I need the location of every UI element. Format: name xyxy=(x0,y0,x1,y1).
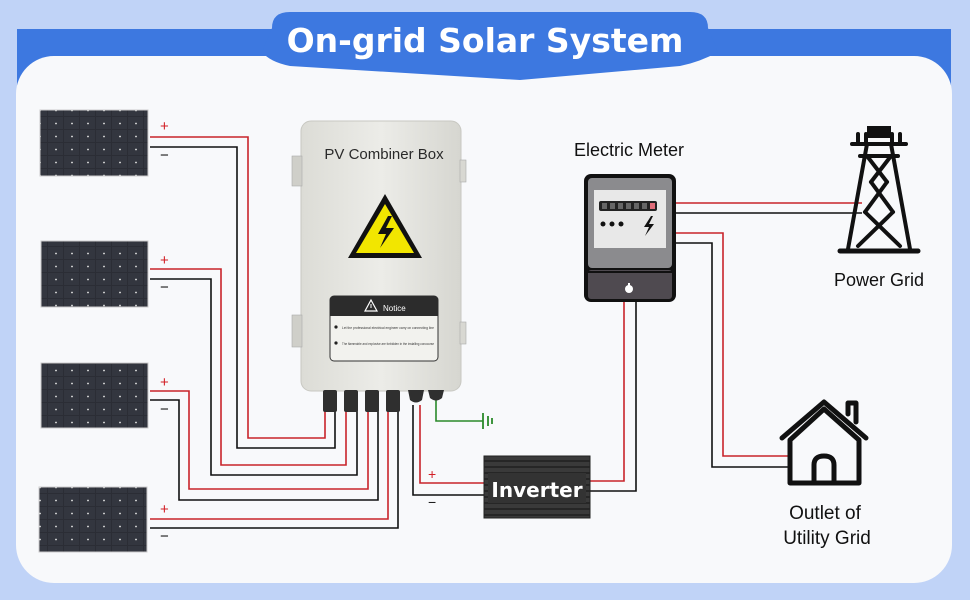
solar-panel-1[interactable]: + − xyxy=(39,109,169,177)
transmission-tower-icon xyxy=(837,126,921,254)
notice-item-2: The flammable and explosive are forbidde… xyxy=(342,342,434,346)
inverter-negative-label: − xyxy=(428,494,436,510)
wire-panel-4-positive xyxy=(150,400,389,520)
inverter[interactable]: Inverter + − xyxy=(428,455,591,519)
solar-panel-3[interactable]: + − xyxy=(40,362,169,429)
solar-panel-2[interactable]: + − xyxy=(40,240,169,308)
solar-panel-icon xyxy=(40,362,149,429)
solar-panel-icon xyxy=(38,486,148,553)
wire-panel-2-positive xyxy=(150,268,347,466)
solar-panel-4[interactable]: + − xyxy=(38,486,169,553)
wire-combiner-inverter-positive xyxy=(419,405,485,484)
wire-panel-4-negative xyxy=(150,400,399,529)
electric-meter[interactable]: Electric Meter xyxy=(574,140,684,302)
positive-terminal-label: + xyxy=(160,118,169,135)
positive-terminal-label: + xyxy=(160,252,169,269)
dc-wires xyxy=(150,136,862,529)
negative-terminal-label: − xyxy=(160,147,169,164)
latch-bottom xyxy=(459,321,467,345)
notice-label: Notice Let the professional electrical e… xyxy=(329,295,439,362)
wire-inverter-meter-line xyxy=(590,300,625,482)
wire-combiner-inverter-negative xyxy=(412,405,485,496)
wire-meter-house-line xyxy=(676,232,790,457)
high-voltage-warning-icon xyxy=(348,194,422,258)
wire-panel-3-positive xyxy=(150,390,369,490)
notice-heading: Notice xyxy=(383,304,406,313)
hinge-top xyxy=(291,155,303,187)
outlet-label-line1: Outlet of xyxy=(789,503,862,524)
content-panel xyxy=(16,56,952,583)
wire-panel-1-positive xyxy=(150,136,326,439)
inverter-label-bg xyxy=(488,473,586,503)
inverter-label: Inverter xyxy=(491,478,582,502)
warning-triangle-icon xyxy=(363,298,379,312)
title-tab xyxy=(262,12,718,80)
negative-terminal-label: − xyxy=(160,401,169,418)
house-icon xyxy=(779,399,869,486)
solar-panel-icon xyxy=(39,109,149,177)
notice-item-1: Let the professional electrical engineer… xyxy=(342,326,434,330)
power-grid[interactable]: Power Grid xyxy=(834,126,924,290)
negative-terminal-label: − xyxy=(160,279,169,296)
combiner-box-label: PV Combiner Box xyxy=(324,146,444,163)
page-title: On-grid Solar System xyxy=(287,21,684,60)
electric-meter-icon xyxy=(584,174,676,302)
positive-terminal-label: + xyxy=(160,374,169,391)
frame: On-grid Solar System xyxy=(16,12,952,583)
wire-meter-house-neutral xyxy=(676,242,790,468)
ground-symbol-icon xyxy=(482,413,493,429)
pv-combiner-box[interactable]: PV Combiner Box Notice Let the professio… xyxy=(291,120,467,412)
outlet-of-utility-grid[interactable]: Outlet of Utility Grid xyxy=(779,399,871,549)
solar-panel-icon xyxy=(40,240,149,308)
wire-panel-3-negative xyxy=(150,399,379,501)
wire-panel-1-negative xyxy=(150,146,336,449)
mc4-connectors xyxy=(323,390,444,412)
hinge-bottom xyxy=(291,314,303,348)
power-grid-label: Power Grid xyxy=(834,270,924,290)
electric-meter-label: Electric Meter xyxy=(574,140,684,160)
inverter-positive-label: + xyxy=(428,466,436,482)
outlet-label-line2: Utility Grid xyxy=(783,528,871,549)
latch-top xyxy=(459,159,467,183)
wire-ground xyxy=(435,400,483,422)
wire-panel-2-negative xyxy=(150,278,358,476)
negative-terminal-label: − xyxy=(160,528,169,545)
wire-inverter-meter-neutral xyxy=(590,300,637,492)
positive-terminal-label: + xyxy=(160,501,169,518)
